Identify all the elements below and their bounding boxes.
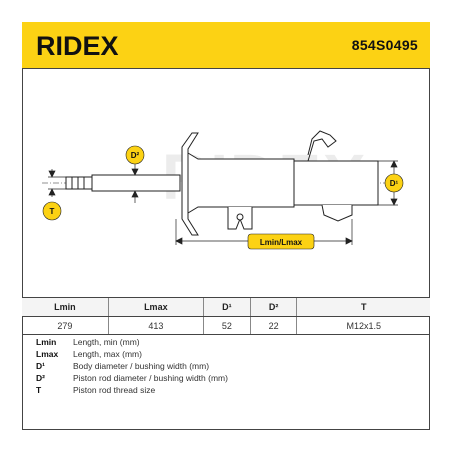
d2-badge (125, 145, 145, 165)
part-number: 854S0495 (351, 37, 418, 53)
svg-text:RIDEX: RIDEX (36, 31, 119, 61)
header-bar: RIDEX 854S0495 (22, 22, 430, 69)
spec-header-lmax: Lmax (107, 297, 204, 317)
spec-header-row: Lmin Lmax D¹ D² T (22, 297, 430, 317)
legend-item: Lmin Length, min (mm) (36, 336, 228, 348)
legend-desc: Piston rod diameter / bushing width (mm) (73, 373, 228, 383)
shock-absorber-diagram: RIDEX D² T (42, 130, 404, 250)
thread-tip (65, 176, 93, 190)
legend-desc: Body diameter / bushing width (mm) (73, 361, 210, 371)
bracket-hole (236, 213, 244, 221)
legend-desc: Piston rod thread size (73, 385, 156, 395)
spec-header-d2: D² (249, 297, 297, 317)
piston-rod (91, 174, 181, 192)
t-badge (42, 201, 62, 221)
legend-item: D² Piston rod diameter / bushing width (m… (36, 372, 228, 384)
legend-key: D¹ (36, 361, 45, 371)
ridex-logo: RIDEX (36, 31, 119, 61)
spec-value-lmin: 279 (22, 316, 109, 335)
length-badge (247, 233, 315, 250)
legend: Lmin Length, min (mm) Lmax Length, max (mm… (36, 336, 228, 396)
legend-item: Lmax Length, max (mm) (36, 348, 228, 360)
legend-item: T Piston rod thread size (36, 384, 228, 396)
d2-label: D² (131, 151, 140, 160)
legend-desc: Length, max (mm) (73, 349, 142, 359)
spec-value-row: 279 413 52 22 M12x1.5 (22, 316, 430, 335)
length-label: Lmin/Lmax (260, 238, 303, 247)
legend-key: D² (36, 373, 45, 383)
strut-upper-body (187, 152, 295, 214)
spec-table: Lmin Lmax D¹ D² T 279 413 52 22 M12x1.5 (22, 297, 430, 335)
spec-header-t: T (296, 297, 430, 317)
spec-value-lmax: 413 (107, 316, 204, 335)
d1-label: D¹ (390, 179, 399, 188)
legend-key: Lmax (36, 349, 59, 359)
legend-item: D¹ Body diameter / bushing width (mm) (36, 360, 228, 372)
spec-header-d1: D¹ (202, 297, 251, 317)
spec-header-lmin: Lmin (22, 297, 109, 317)
knuckle-clamp (307, 130, 337, 162)
strut-body (293, 160, 379, 206)
legend-key: Lmin (36, 337, 57, 347)
spring-seat-top (181, 132, 199, 236)
legend-key: T (36, 385, 42, 395)
d1-badge (384, 173, 404, 193)
spec-value-d1: 52 (202, 316, 251, 335)
spec-value-d2: 22 (249, 316, 297, 335)
t-label: T (50, 207, 55, 216)
spec-value-t: M12x1.5 (296, 316, 430, 335)
legend-desc: Length, min (mm) (73, 337, 140, 347)
